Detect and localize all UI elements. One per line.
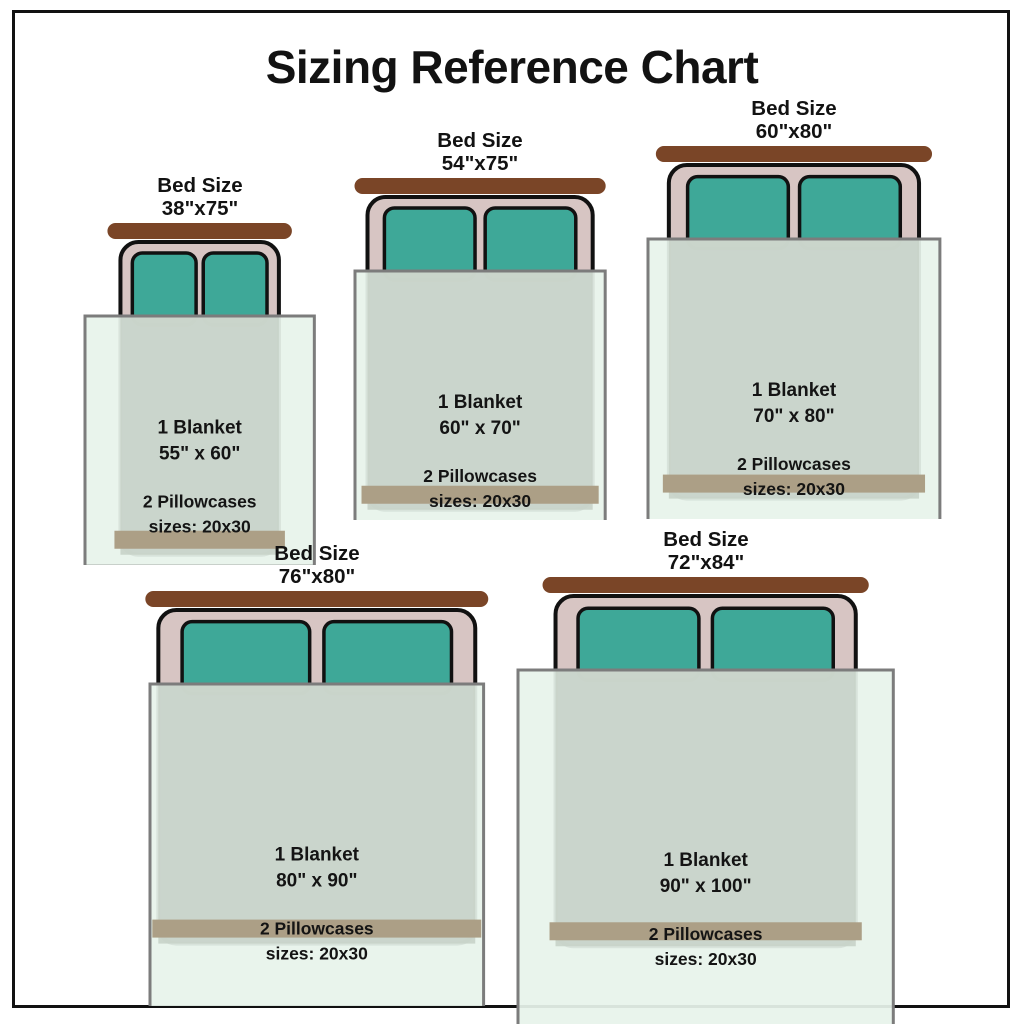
bed-size-title-line1: Bed Size xyxy=(157,174,243,197)
headboard xyxy=(107,223,293,240)
headboard xyxy=(542,577,870,594)
blanket-overlay xyxy=(148,682,486,1006)
headboard xyxy=(655,146,933,163)
pillowcase-size-label: sizes: 20x30 xyxy=(149,517,251,537)
blanket-overlay xyxy=(516,668,896,1024)
blanket-overlay xyxy=(646,237,942,519)
blanket-size-label: 90" x 100" xyxy=(660,876,752,897)
blanket-size-label: 60" x 70" xyxy=(439,419,520,440)
bed-size-title-line1: Bed Size xyxy=(751,97,837,120)
blanket-count-label: 1 Blanket xyxy=(438,393,523,414)
blanket-overlay xyxy=(353,269,607,521)
blanket-size-label: 70" x 80" xyxy=(753,406,834,427)
bed-diagram-king: 1 Blanket 80" x 90" 2 Pillowcases sizes: 20… xyxy=(145,591,489,1006)
bed-size-title-line2: 38"x75" xyxy=(161,197,239,221)
bed-size-title-line1: Bed Size xyxy=(663,528,749,551)
blanket-count-label: 1 Blanket xyxy=(752,380,837,401)
pillow-2 xyxy=(201,251,270,328)
pillowcase-count-label: 2 Pillowcases xyxy=(143,492,257,512)
pillowcase-count-label: 2 Pillowcases xyxy=(737,454,851,474)
pillowcase-count-label: 2 Pillowcases xyxy=(649,924,763,944)
blanket-count-label: 1 Blanket xyxy=(275,845,360,866)
pillowcase-count-label: 2 Pillowcases xyxy=(423,466,537,486)
pillowcase-count-label: 2 Pillowcases xyxy=(260,919,374,939)
pillow-1 xyxy=(382,206,477,283)
pillowcase-size-label: sizes: 20x30 xyxy=(743,479,845,499)
blanket-overlay xyxy=(83,314,317,566)
bed-size-title-line2: 76"x80" xyxy=(278,565,356,589)
pillow-2 xyxy=(483,206,578,283)
blanket-size-label: 80" x 90" xyxy=(276,871,357,892)
pillowcase-size-label: sizes: 20x30 xyxy=(429,491,531,511)
bed-size-title-line2: 72"x84" xyxy=(667,551,745,575)
bed-size-title-line1: Bed Size xyxy=(274,542,360,565)
page-title: Sizing Reference Chart xyxy=(265,41,759,93)
bed-size-title-line2: 54"x75" xyxy=(441,152,519,176)
bed-size-title-line2: 60"x80" xyxy=(755,120,833,144)
blanket-size-label: 55" x 60" xyxy=(159,444,240,465)
bed-diagram-cal-king: 1 Blanket 90" x 100" 2 Pillowcases sizes: 2… xyxy=(516,577,896,1024)
pillowcase-size-label: sizes: 20x30 xyxy=(266,944,368,964)
blanket-count-label: 1 Blanket xyxy=(664,850,749,871)
headboard xyxy=(145,591,489,608)
bed-diagram-twin: 1 Blanket 55" x 60" 2 Pillowcases sizes: 20… xyxy=(83,223,317,566)
bed-diagram-full: 1 Blanket 60" x 70" 2 Pillowcases sizes: 20… xyxy=(353,178,607,521)
blanket-count-label: 1 Blanket xyxy=(158,418,243,439)
bed-diagram-queen: 1 Blanket 70" x 80" 2 Pillowcases sizes: 20… xyxy=(646,146,942,519)
pillowcase-size-label: sizes: 20x30 xyxy=(655,949,757,969)
bed-size-title-line1: Bed Size xyxy=(437,129,523,152)
headboard xyxy=(354,178,606,195)
pillow-1 xyxy=(130,251,199,328)
